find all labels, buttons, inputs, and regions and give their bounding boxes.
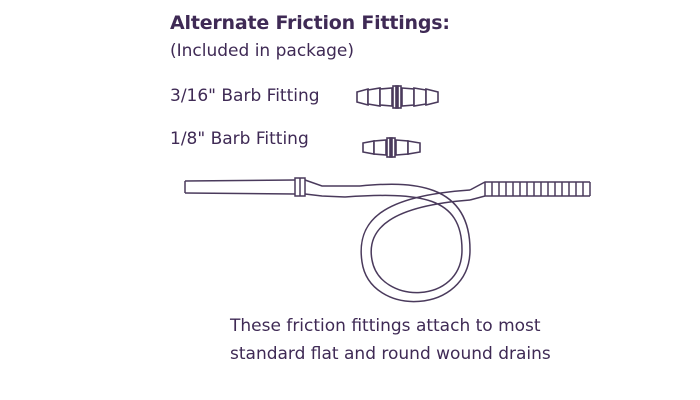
subtitle: (Included in package) (170, 41, 355, 61)
barb-fitting-small-icon (362, 137, 421, 158)
title: Alternate Friction Fittings: (170, 12, 450, 34)
fitting-label-3-16: 3/16" Barb Fitting (170, 86, 320, 106)
caption-line-2: standard flat and round wound drains (230, 344, 551, 364)
wound-drain-icon (184, 177, 591, 303)
caption-line-1: These friction fittings attach to most (230, 316, 541, 336)
barb-fitting-large-icon (356, 85, 439, 109)
fitting-label-1-8: 1/8" Barb Fitting (170, 129, 309, 149)
